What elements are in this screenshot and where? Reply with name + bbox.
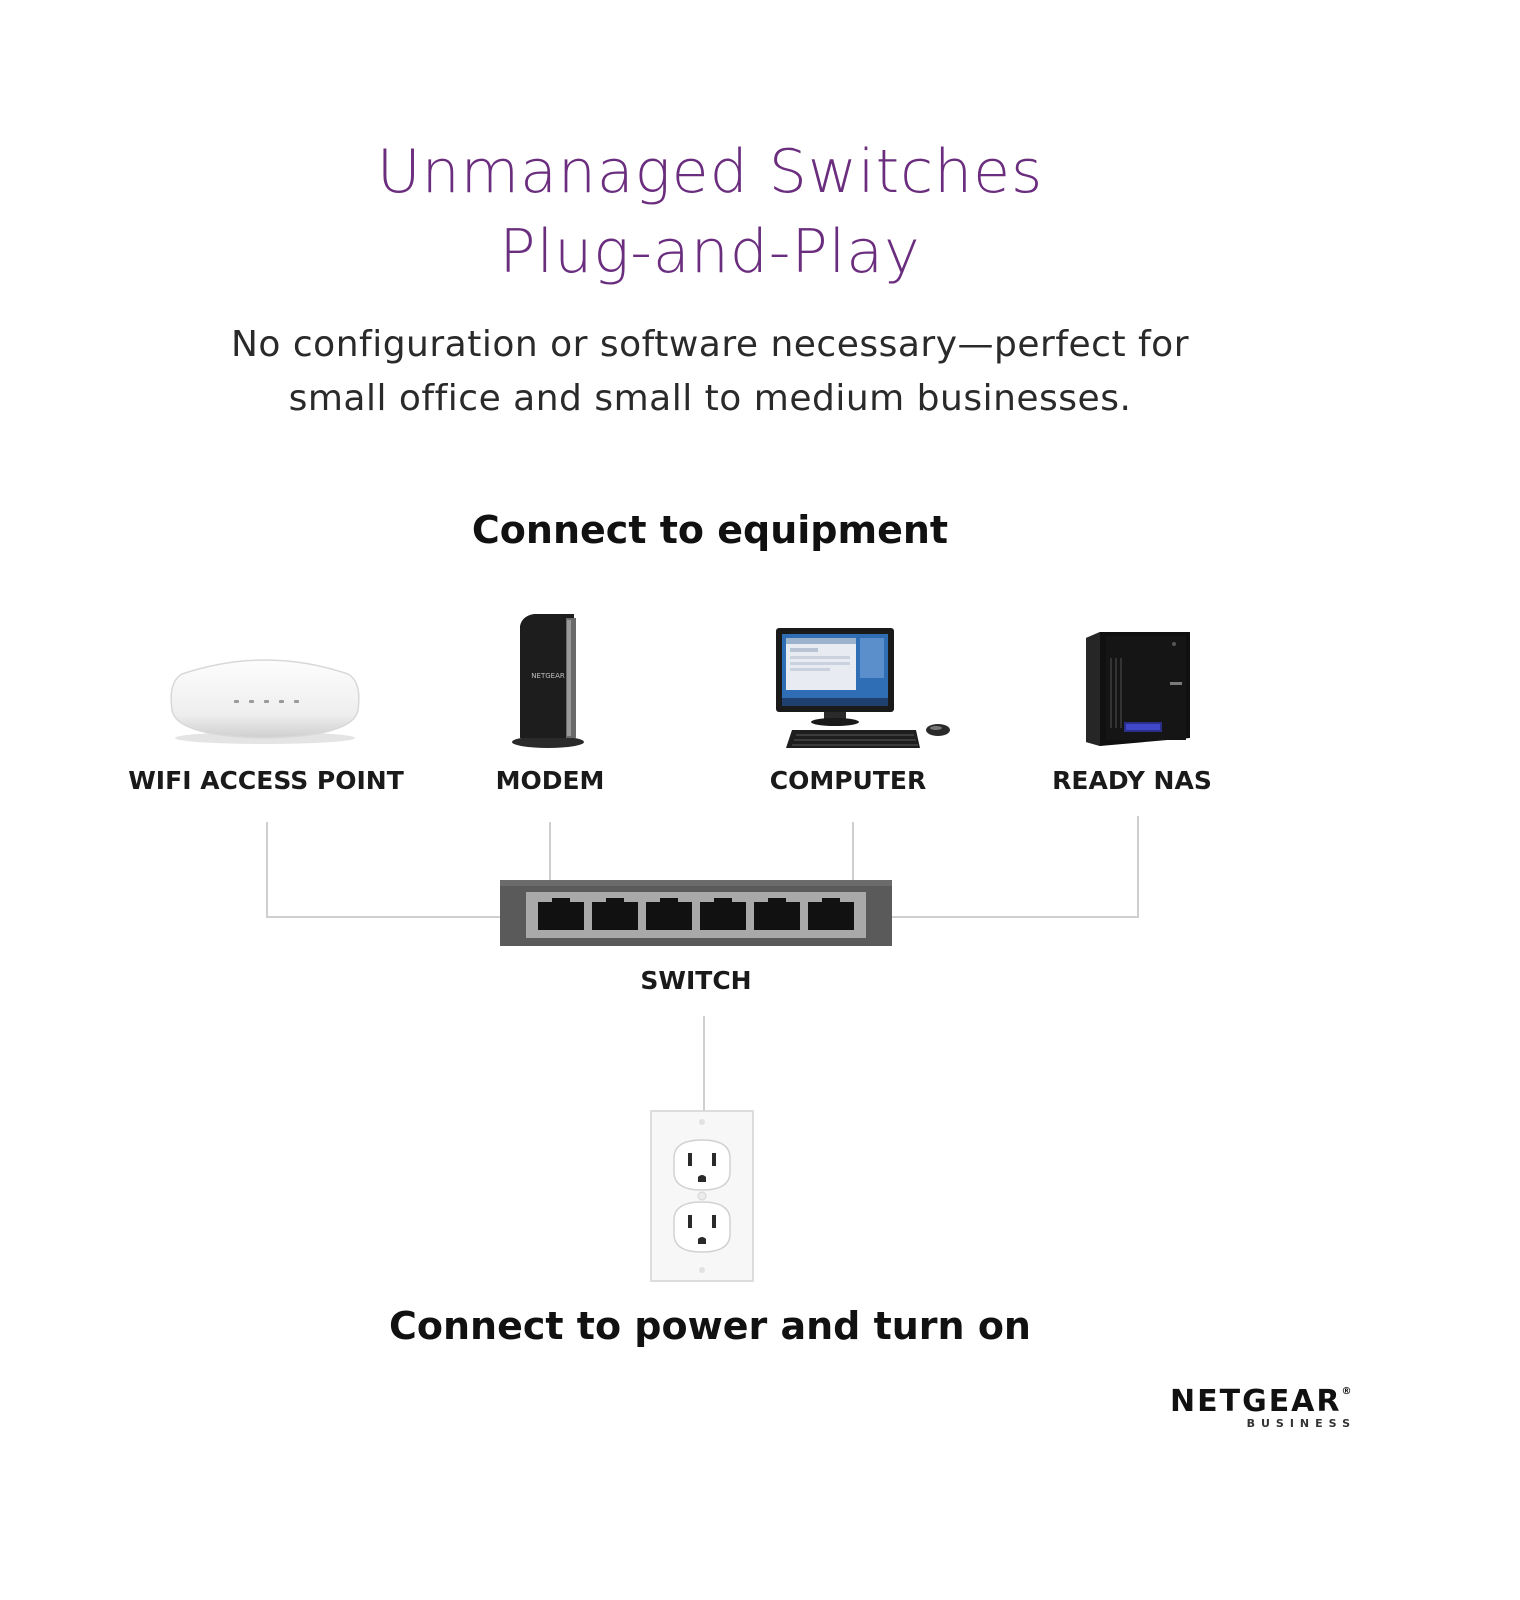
device-label-ready-nas: READY NAS — [1052, 766, 1212, 795]
subtitle-line1: No configuration or software necessary—p… — [230, 324, 1189, 365]
netgear-business-logo: NETGEAR® BUSINESS — [1170, 1384, 1370, 1440]
connector-line-nas-horizontal — [892, 916, 1139, 918]
power-outlet — [650, 1110, 754, 1282]
device-label-computer: COMPUTER — [769, 766, 927, 795]
ready-nas — [1082, 630, 1194, 750]
switch-port — [808, 898, 854, 930]
switch-label: SWITCH — [640, 966, 752, 995]
switch-port — [592, 898, 638, 930]
outlet-ground-hole — [698, 1175, 706, 1182]
power-outlet-icon — [650, 1110, 754, 1282]
switch-port — [538, 898, 584, 930]
switch-port — [754, 898, 800, 930]
equipment-heading: Connect to equipment — [471, 508, 949, 552]
outlet-slot — [712, 1153, 716, 1166]
brand-name: NETGEAR — [1170, 1384, 1342, 1419]
connector-line-nas-vertical — [1137, 816, 1139, 918]
connector-line-computer — [852, 822, 854, 882]
connector-line-ap-horizontal — [266, 916, 502, 918]
switch-ports — [538, 898, 854, 930]
brand-logo-text: NETGEAR® — [1170, 1384, 1370, 1419]
switch-port — [700, 898, 746, 930]
network-switch — [500, 880, 892, 946]
connector-line-power — [703, 1016, 705, 1110]
subtitle-line2: small office and small to medium busines… — [288, 378, 1132, 419]
network-switch-icon — [500, 880, 892, 946]
registered-mark: ® — [1341, 1386, 1354, 1397]
computer — [772, 626, 954, 752]
device-label-wifi-access-point: WIFI ACCESS POINT — [128, 766, 404, 795]
device-label-modem: MODEM — [495, 766, 605, 795]
computer-icon — [776, 628, 950, 748]
outlet-slot — [712, 1215, 716, 1228]
outlet-slot — [688, 1215, 692, 1228]
modem: NETGEAR — [508, 612, 586, 748]
wifi-access-point-icon — [170, 659, 360, 744]
outlet-slot — [688, 1153, 692, 1166]
modem-icon: NETGEAR — [512, 614, 584, 748]
brand-division: BUSINESS — [1246, 1417, 1356, 1430]
page-title-line1: Unmanaged Switches — [376, 137, 1044, 207]
wifi-access-point — [168, 652, 362, 744]
connector-line-modem — [549, 822, 551, 882]
switch-port — [646, 898, 692, 930]
modem-brand-text: NETGEAR — [531, 672, 565, 680]
page-title-line2: Plug-and-Play — [499, 217, 921, 287]
nas-icon — [1086, 632, 1190, 746]
connector-line-ap-vertical — [266, 822, 268, 918]
power-heading: Connect to power and turn on — [389, 1304, 1031, 1348]
outlet-ground-hole — [698, 1237, 706, 1244]
